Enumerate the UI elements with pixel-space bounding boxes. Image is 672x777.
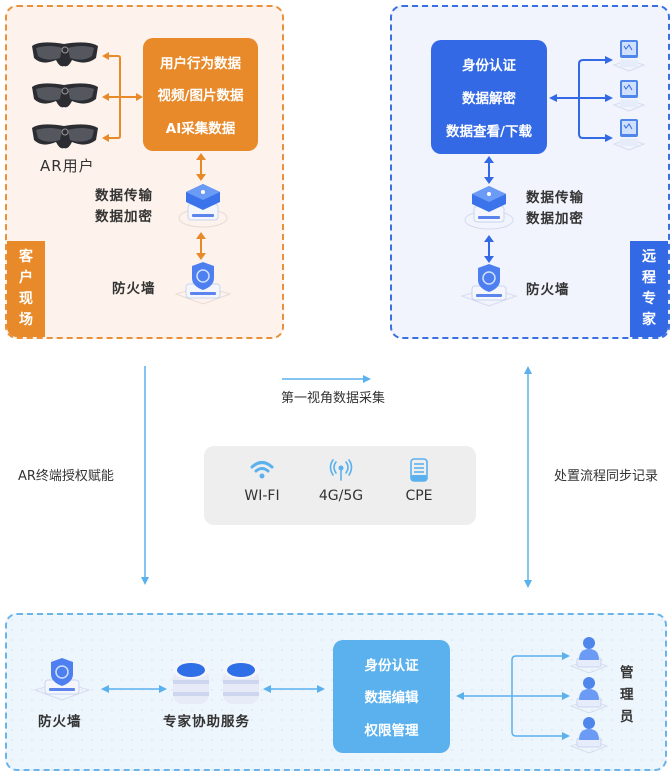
encryption-text: 数据加密 bbox=[95, 209, 153, 225]
admin-user-icon bbox=[569, 634, 609, 674]
transmission-label: 数据传输 数据加密 bbox=[95, 186, 153, 228]
cpe-icon bbox=[410, 458, 428, 482]
branch-arrows-light-blue bbox=[456, 652, 570, 740]
data-item: 用户行为数据 bbox=[160, 56, 241, 73]
vertical-arrow-orange bbox=[196, 232, 206, 260]
data-item: 数据查看/下载 bbox=[446, 123, 532, 140]
branch-arrows-orange bbox=[102, 52, 143, 142]
network-label: WI-FI bbox=[244, 488, 280, 504]
data-item: 身份认证 bbox=[364, 658, 419, 675]
tag-char: 现 bbox=[19, 291, 33, 307]
ar-glasses-icon bbox=[30, 81, 100, 109]
data-item: 数据解密 bbox=[462, 90, 516, 107]
network-options-box: WI-FI 4G/5G CPE bbox=[204, 446, 476, 525]
network-cellular: 4G/5G bbox=[301, 458, 381, 504]
data-item: 数据编辑 bbox=[364, 690, 419, 707]
expert-service-label: 专家协助服务 bbox=[163, 714, 250, 730]
customer-data-box: 用户行为数据 视频/图片数据 AI采集数据 bbox=[143, 38, 258, 151]
tag-char: 场 bbox=[19, 312, 33, 328]
computer-icon bbox=[612, 78, 646, 112]
tag-char: 远 bbox=[642, 249, 656, 265]
tag-char: 家 bbox=[642, 312, 656, 328]
data-item: 身份认证 bbox=[462, 58, 516, 75]
left-flow-label: AR终端授权赋能 bbox=[18, 469, 114, 484]
transmission-text: 数据传输 bbox=[526, 190, 584, 206]
remote-expert-tag: 远 程 专 家 bbox=[630, 241, 668, 337]
encryption-text: 数据加密 bbox=[526, 211, 584, 227]
tag-char: 户 bbox=[19, 270, 33, 286]
firewall-shield-icon bbox=[174, 260, 232, 306]
tag-char: 客 bbox=[19, 249, 33, 265]
admin-label: 管 理 员 bbox=[620, 662, 635, 728]
admin-char: 管 bbox=[620, 665, 635, 681]
admin-char: 理 bbox=[620, 687, 635, 703]
customer-site-tag: 客 户 现 场 bbox=[7, 241, 45, 337]
encryption-switch-icon bbox=[464, 184, 514, 230]
tag-char: 程 bbox=[642, 270, 656, 286]
right-flow-label: 处置流程同步记录 bbox=[554, 469, 659, 484]
bidirectional-arrow bbox=[263, 685, 325, 693]
vertical-arrow-orange bbox=[196, 153, 206, 181]
encryption-switch-icon bbox=[178, 182, 228, 228]
right-flow-arrow bbox=[282, 375, 371, 383]
network-label: 4G/5G bbox=[318, 488, 364, 504]
computer-icon bbox=[612, 38, 646, 72]
firewall-shield-icon bbox=[33, 656, 91, 702]
network-wifi: WI-FI bbox=[222, 458, 302, 504]
antenna-icon bbox=[329, 459, 353, 481]
down-flow-arrow bbox=[141, 366, 149, 585]
firewall-shield-icon bbox=[460, 262, 518, 308]
remote-data-box: 身份认证 数据解密 数据查看/下载 bbox=[431, 40, 547, 154]
transmission-text: 数据传输 bbox=[95, 188, 153, 204]
ar-users-label: AR用户 bbox=[40, 157, 95, 175]
vertical-arrow-blue bbox=[484, 235, 494, 263]
data-item: AI采集数据 bbox=[165, 120, 236, 137]
tag-char: 专 bbox=[642, 291, 656, 307]
bidirectional-arrow bbox=[101, 685, 167, 693]
top-flow-label: 第一视角数据采集 bbox=[281, 391, 386, 406]
network-cpe: CPE bbox=[379, 458, 459, 504]
branch-arrows-blue bbox=[549, 56, 613, 142]
transmission-label: 数据传输 数据加密 bbox=[526, 188, 584, 230]
vertical-arrow-blue bbox=[484, 156, 494, 184]
wifi-icon bbox=[250, 461, 274, 479]
admin-user-icon bbox=[569, 714, 609, 754]
ar-glasses-icon bbox=[30, 40, 100, 68]
admin-char: 员 bbox=[620, 709, 635, 725]
data-item: 视频/图片数据 bbox=[157, 88, 244, 105]
database-server-icon bbox=[171, 660, 265, 708]
network-label: CPE bbox=[405, 488, 433, 504]
data-item: 权限管理 bbox=[364, 722, 419, 739]
bidirectional-flow-arrow bbox=[524, 366, 532, 588]
platform-data-box: 身份认证 数据编辑 权限管理 bbox=[333, 640, 450, 753]
platform-firewall-label: 防火墙 bbox=[38, 714, 82, 730]
firewall-label: 防火墙 bbox=[112, 281, 156, 297]
ar-glasses-icon bbox=[30, 122, 100, 150]
firewall-label: 防火墙 bbox=[526, 282, 570, 298]
computer-icon bbox=[612, 117, 646, 151]
admin-user-icon bbox=[569, 674, 609, 714]
